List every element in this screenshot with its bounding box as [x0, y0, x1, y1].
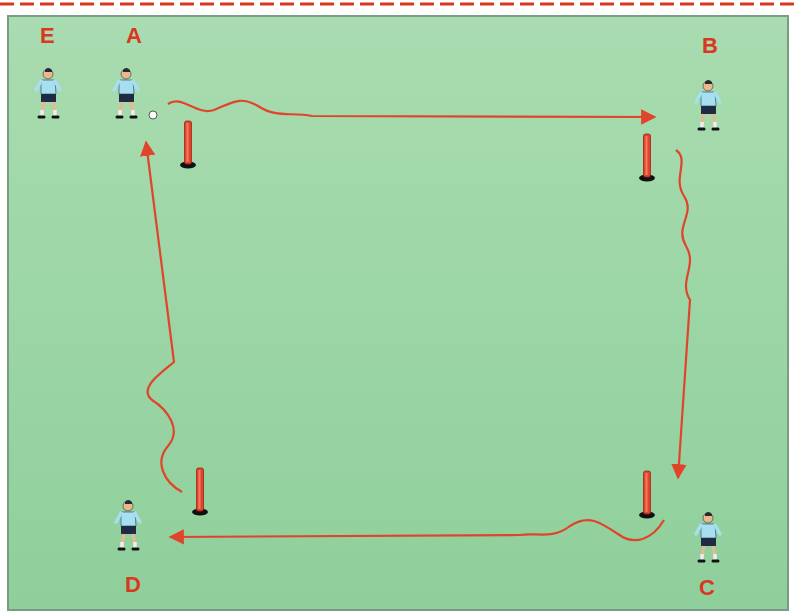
- cone: [639, 134, 655, 182]
- player: [696, 512, 720, 561]
- player-label: A: [126, 25, 142, 47]
- cone: [180, 121, 196, 169]
- player: [114, 68, 138, 117]
- player-label: E: [40, 25, 55, 47]
- player: [116, 500, 140, 549]
- cone: [192, 468, 208, 516]
- cone: [639, 471, 655, 519]
- pitch: [8, 16, 788, 610]
- dashed-border: [0, 3, 796, 6]
- ball: [149, 111, 157, 119]
- player-label: B: [702, 35, 718, 57]
- player: [696, 80, 720, 129]
- dribble-arrows: [146, 101, 690, 540]
- player: [36, 68, 60, 117]
- player-label: C: [699, 577, 715, 599]
- player-label: D: [125, 574, 141, 596]
